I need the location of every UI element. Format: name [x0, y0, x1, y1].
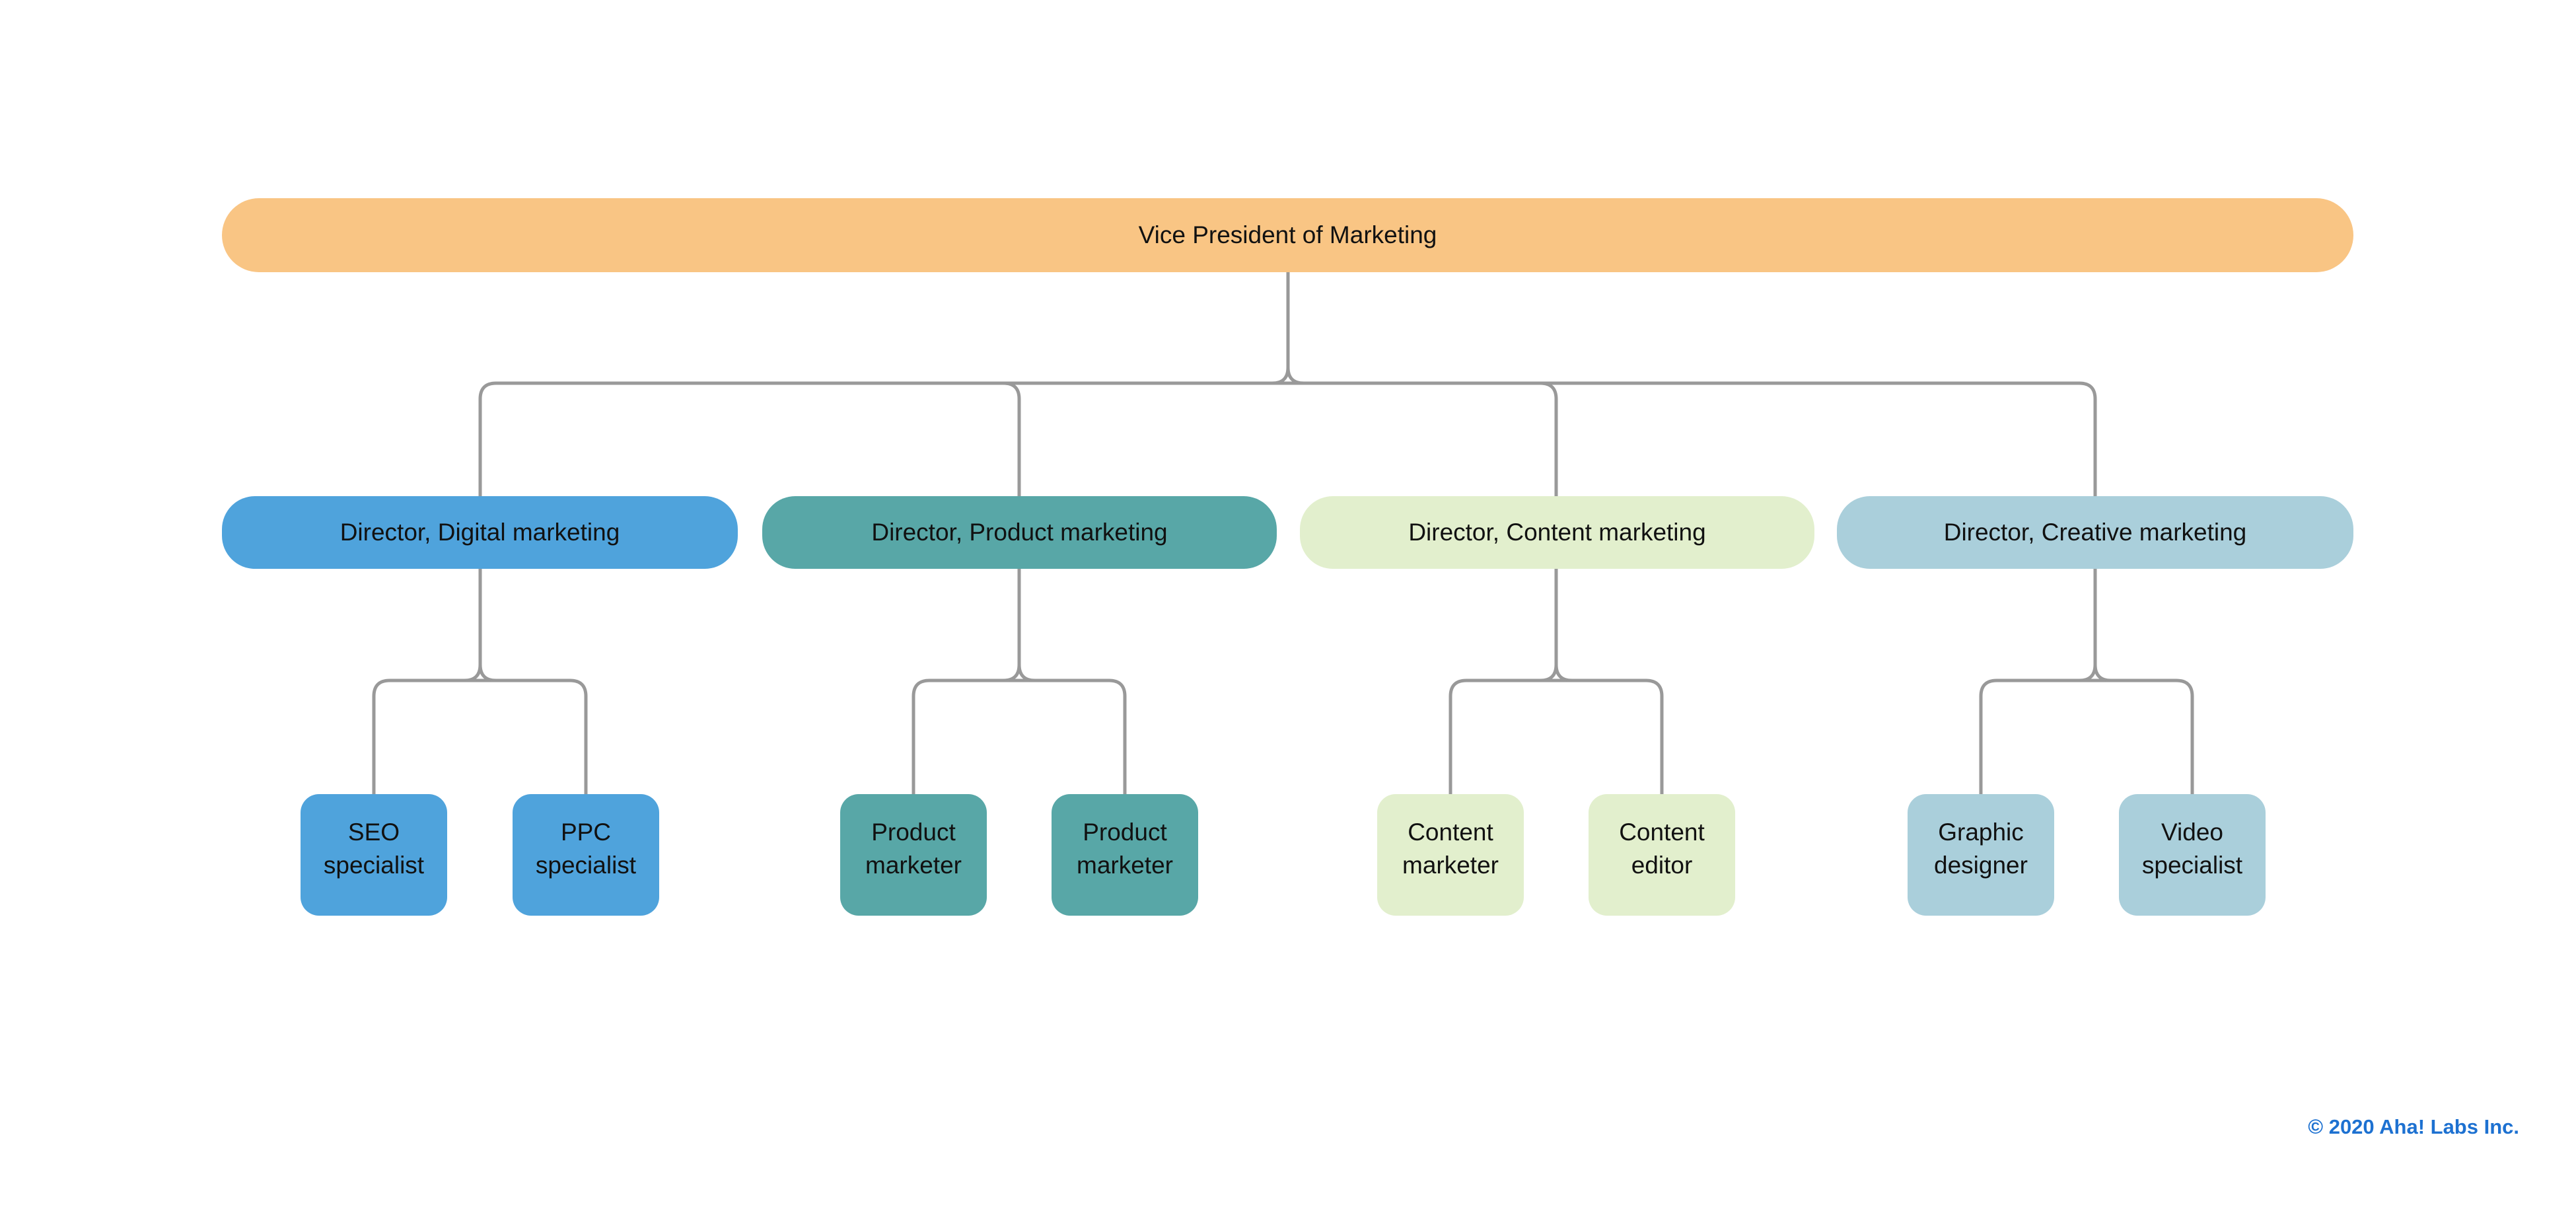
connector-director3-elbow [1540, 381, 1558, 496]
node-ppc-specialist: PPC specialist [513, 794, 659, 916]
connector-group2-fillet-left [1003, 664, 1021, 682]
connector-group2-rail [912, 678, 1127, 794]
connector-director2-elbow [1003, 381, 1021, 496]
connector-group3-fillet-left [1540, 664, 1558, 682]
node-director-content-marketing: Director, Content marketing [1300, 496, 1814, 569]
node-director-product-marketing: Director, Product marketing [762, 496, 1277, 569]
connector-vp-fillet-right [1286, 367, 1305, 385]
connector-group4-rail [1979, 678, 2194, 794]
connector-group3-rail [1449, 678, 1664, 794]
node-vp-marketing: Vice President of Marketing [222, 198, 2353, 272]
connector-group1-rail [372, 678, 588, 794]
connector-group [372, 272, 2194, 794]
copyright-text: © 2020 Aha! Labs Inc. [2308, 1115, 2519, 1138]
connector-group1-fillet-left [464, 664, 482, 682]
connector-vp-fillet-left [1271, 367, 1290, 385]
node-graphic-designer: Graphic designer [1908, 794, 2054, 916]
node-content-editor: Content editor [1589, 794, 1735, 916]
node-director-creative-marketing: Director, Creative marketing [1837, 496, 2353, 569]
connector-group4-fillet-right [2093, 664, 2112, 682]
connector-group3-fillet-right [1554, 664, 1573, 682]
node-content-marketer: Content marketer [1377, 794, 1524, 916]
connector-group2-fillet-right [1017, 664, 1036, 682]
connector-level1-rail [478, 381, 2097, 496]
connector-group4-fillet-left [2079, 664, 2097, 682]
node-video-specialist: Video specialist [2119, 794, 2266, 916]
node-product-marketer-2: Product marketer [1052, 794, 1198, 916]
node-product-marketer-1: Product marketer [840, 794, 987, 916]
node-director-digital-marketing: Director, Digital marketing [222, 496, 738, 569]
node-seo-specialist: SEO specialist [301, 794, 447, 916]
connector-group1-fillet-right [478, 664, 497, 682]
